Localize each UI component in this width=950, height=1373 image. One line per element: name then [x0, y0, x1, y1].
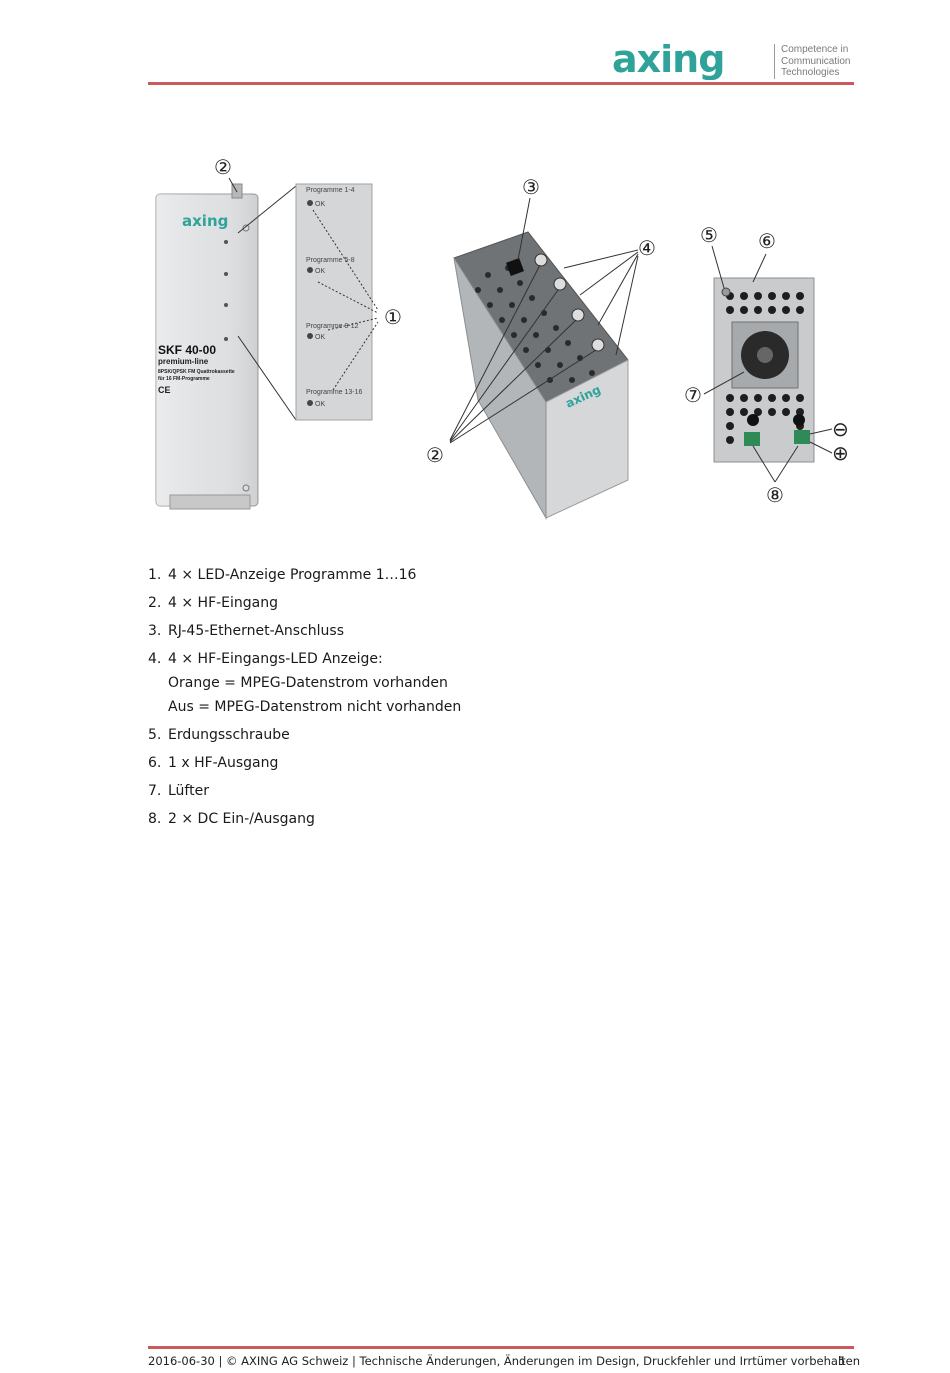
- callout-5: ⑤: [700, 223, 718, 247]
- callout-7: ⑦: [684, 383, 702, 407]
- device-figure: axing SKF 40-00 premium-line 8PSK/QPSK F…: [155, 155, 849, 520]
- callout-2-top: ②: [426, 443, 444, 467]
- list-item: 8. 2 × DC Ein-/Ausgang: [148, 807, 848, 831]
- front-line: premium-line: [158, 357, 209, 366]
- list-item: 7. Lüfter: [148, 779, 848, 803]
- zoom-label-1: Programme 1-4: [306, 187, 355, 194]
- item-number: 5.: [148, 727, 162, 743]
- page-number: 5: [838, 1354, 846, 1368]
- item-text: Erdungsschraube: [168, 727, 290, 743]
- item-number: 8.: [148, 811, 162, 827]
- led-ok-1: OK: [315, 201, 325, 208]
- callout-1: ①: [384, 305, 402, 329]
- ce-mark: CE: [158, 385, 171, 395]
- item-text: 1 x HF-Ausgang: [168, 755, 279, 771]
- zoom-label-4: Programme 13-16: [306, 389, 363, 396]
- logo-wordmark: axing: [612, 44, 724, 80]
- item-text: 2 × DC Ein-/Ausgang: [168, 811, 315, 827]
- item-text: Lüfter: [168, 783, 209, 799]
- item-text: 4 × HF-Eingang: [168, 595, 279, 611]
- led-zoom-panel: Programme 1-4 OK Programme 5-8 OK Progra…: [295, 183, 373, 421]
- item-subtext: Aus = MPEG-Datenstrom nicht vorhanden: [168, 699, 462, 715]
- callout-4: ④: [638, 236, 656, 260]
- tagline-line: Technologies: [781, 67, 840, 78]
- callout-6: ⑥: [758, 229, 776, 253]
- callout-8: ⑧: [766, 483, 784, 507]
- item-text-block: 4 × HF-Eingangs-LED Anzeige: Orange = MP…: [168, 647, 848, 719]
- header-rule: [148, 82, 854, 85]
- front-view: axing SKF 40-00 premium-line 8PSK/QPSK F…: [155, 183, 259, 510]
- tagline-line: Communication: [781, 55, 851, 67]
- item-number: 3.: [148, 623, 162, 639]
- rear-view: [713, 277, 815, 463]
- list-item: 4. 4 × HF-Eingangs-LED Anzeige: Orange =…: [148, 647, 848, 719]
- front-logo: axing: [182, 212, 228, 230]
- item-subtext: Orange = MPEG-Datenstrom vorhanden: [168, 675, 448, 691]
- led-ok-3: OK: [315, 334, 325, 341]
- list-item: 5. Erdungsschraube: [148, 723, 848, 747]
- item-text: RJ-45-Ethernet-Anschluss: [168, 623, 344, 639]
- component-legend: 1. 4 × LED-Anzeige Programme 1…16 2. 4 ×…: [148, 563, 848, 835]
- list-item: 6. 1 x HF-Ausgang: [148, 751, 848, 775]
- item-number: 2.: [148, 595, 162, 611]
- front-model: SKF 40-00: [158, 343, 216, 357]
- list-item: 1. 4 × LED-Anzeige Programme 1…16: [148, 563, 848, 587]
- axing-logo: axing: [612, 44, 725, 80]
- led-ok-4: OK: [315, 401, 325, 408]
- led-ok-2: OK: [315, 268, 325, 275]
- item-number: 4.: [148, 651, 162, 667]
- list-item: 3. RJ-45-Ethernet-Anschluss: [148, 619, 848, 643]
- zoom-label-2: Programme 5-8: [306, 257, 355, 264]
- front-desc1: 8PSK/QPSK FM Quattrokassette: [158, 369, 235, 375]
- header-tagline: Competence in Communication Technologies: [774, 44, 871, 79]
- callout-2-front: ②: [214, 155, 232, 179]
- top-view: axing: [453, 231, 629, 520]
- item-number: 6.: [148, 755, 162, 771]
- callout-minus: ⊖: [832, 417, 849, 441]
- callout-3: ③: [522, 175, 540, 199]
- zoom-label-3: Programme 9-12: [306, 323, 359, 330]
- footer-rule: [148, 1346, 854, 1349]
- item-text: 4 × LED-Anzeige Programme 1…16: [168, 567, 417, 583]
- item-text: 4 × HF-Eingangs-LED Anzeige:: [168, 651, 383, 667]
- tagline-line: Competence in: [781, 44, 849, 55]
- item-number: 1.: [148, 567, 162, 583]
- front-desc2: für 16 FM-Programme: [158, 376, 210, 382]
- callout-plus: ⊕: [832, 441, 849, 465]
- footer-text: 2016-06-30 | © AXING AG Schweiz | Techni…: [148, 1354, 861, 1368]
- item-number: 7.: [148, 783, 162, 799]
- list-item: 2. 4 × HF-Eingang: [148, 591, 848, 615]
